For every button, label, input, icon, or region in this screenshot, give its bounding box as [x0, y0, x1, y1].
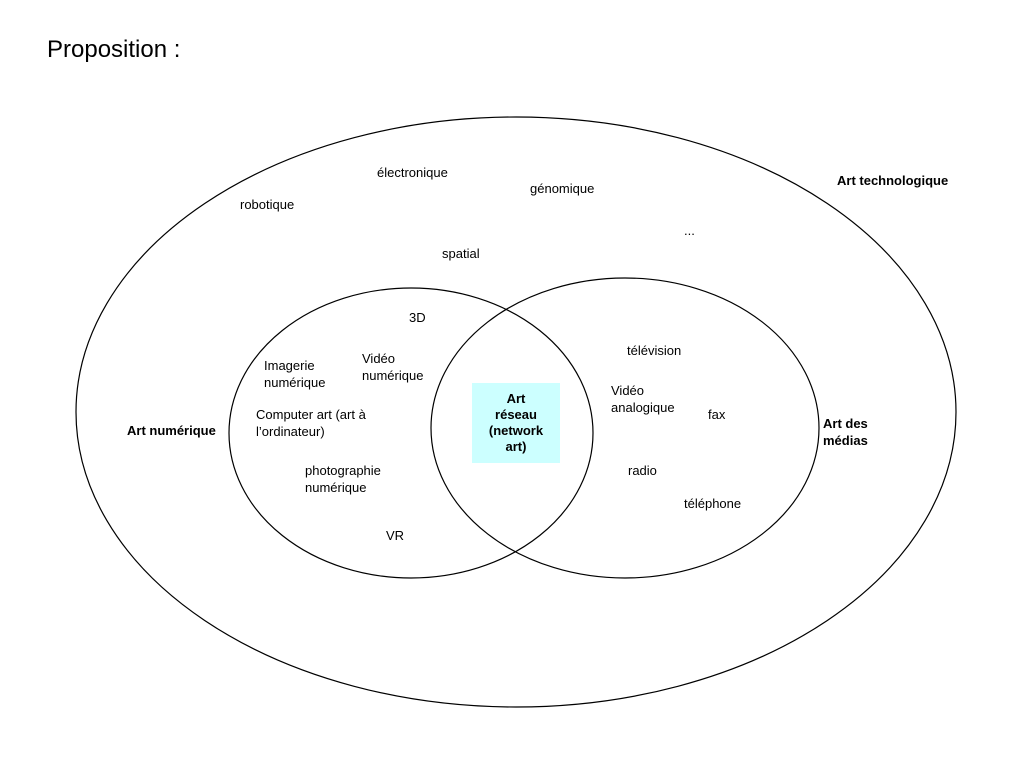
label-art-des-medias: Art des médias: [823, 415, 868, 449]
item-imagerie-numerique: Imagerie numérique: [264, 357, 325, 391]
item-imagerie-line-1: Imagerie: [264, 358, 315, 373]
intersection-line-3: (network: [488, 423, 544, 438]
label-art-des-medias-line-1: Art des: [823, 416, 868, 431]
outer-ellipse-art-technologique: [75, 116, 957, 708]
item-imagerie-line-2: numérique: [264, 375, 326, 390]
intersection-line-4: art): [505, 439, 527, 454]
item-electronique: électronique: [377, 165, 448, 180]
item-telephone: téléphone: [684, 496, 742, 511]
intersection-line-2: réseau: [495, 407, 537, 422]
item-ellipsis: ...: [684, 223, 695, 238]
intersection-art-reseau-label: Art réseau (network art): [489, 391, 543, 455]
item-video-numerique-line-2: numérique: [362, 368, 424, 383]
label-art-des-medias-line-2: médias: [823, 433, 868, 448]
item-radio: radio: [628, 463, 657, 478]
item-photographie-line-1: photographie: [305, 463, 381, 478]
item-computer-art-line-1: Computer art (art à: [256, 407, 366, 422]
right-circle-art-des-medias: [430, 277, 820, 579]
item-fax: fax: [708, 407, 726, 422]
item-3d: 3D: [409, 310, 426, 325]
intersection-art-reseau-box: Art réseau (network art): [472, 383, 560, 463]
item-video-analogique-line-2: analogique: [611, 400, 675, 415]
item-spatial: spatial: [442, 246, 480, 261]
item-video-numerique: Vidéo numérique: [362, 350, 423, 384]
item-genomique: génomique: [530, 181, 595, 196]
slide-title: Proposition :: [47, 36, 181, 63]
left-circle-art-numerique: [228, 287, 594, 579]
item-video-numerique-line-1: Vidéo: [362, 351, 396, 366]
item-photographie-line-2: numérique: [305, 480, 367, 495]
item-computer-art: Computer art (art à l’ordinateur): [256, 406, 366, 440]
item-robotique: robotique: [240, 197, 295, 212]
intersection-line-1: Art: [506, 391, 526, 406]
item-television: télévision: [627, 343, 682, 358]
item-computer-art-line-2: l’ordinateur): [256, 424, 325, 439]
item-video-analogique-line-1: Vidéo: [611, 383, 645, 398]
label-art-technologique: Art technologique: [837, 173, 949, 188]
label-art-numerique: Art numérique: [127, 423, 216, 438]
item-video-analogique: Vidéo analogique: [611, 382, 675, 416]
item-photographie-numerique: photographie numérique: [305, 462, 381, 496]
item-vr: VR: [386, 528, 405, 543]
